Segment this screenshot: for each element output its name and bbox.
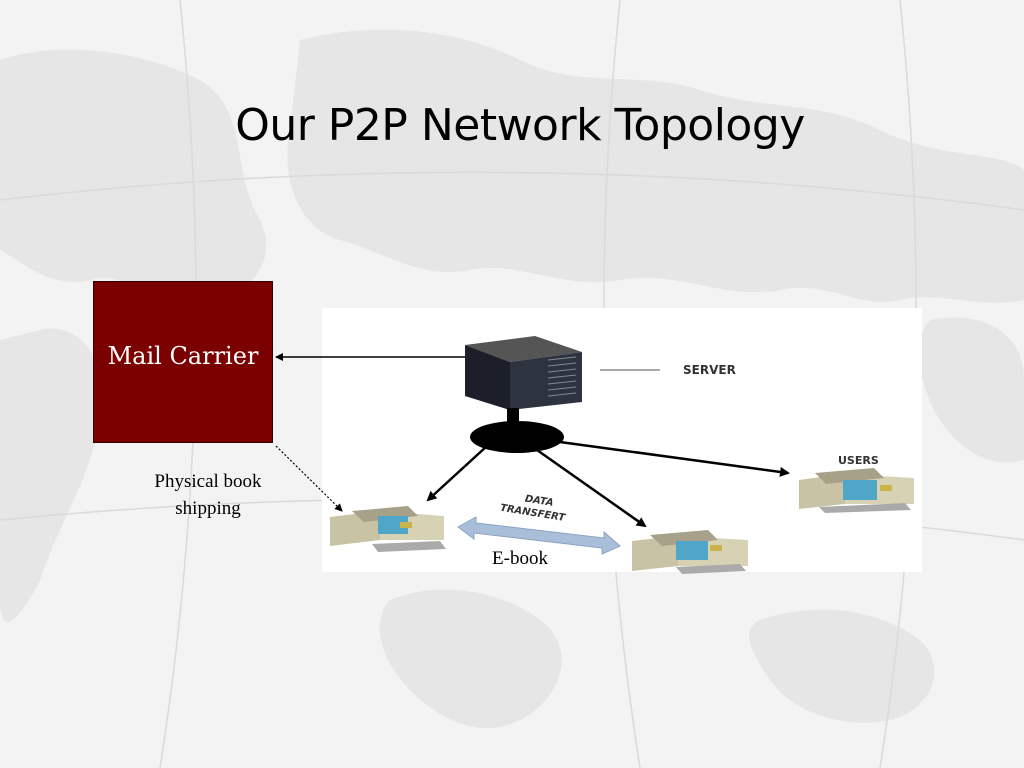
data-transfer-label-line1: DATA — [524, 494, 554, 509]
physical-shipping-arrow — [275, 445, 343, 512]
physical-caption-line2: shipping — [175, 498, 241, 519]
server-icon — [465, 336, 582, 453]
server-label: SERVER — [683, 363, 736, 377]
data-transfer-label-line2: TRANSFERT — [499, 503, 567, 524]
mail-carrier-label: Mail Carrier — [107, 342, 259, 370]
middle-user-computer-icon — [632, 530, 748, 574]
data-transfer-arrow — [457, 516, 621, 555]
slide-title: Our P2P Network Topology — [235, 100, 805, 151]
physical-caption-line1: Physical book — [154, 471, 262, 492]
hub-to-middle-user-arrow — [536, 448, 647, 528]
mail-carrier-box: Mail Carrier — [93, 281, 273, 443]
right-user-computer-icon — [799, 468, 914, 513]
hub-to-left-user-arrow — [426, 445, 488, 502]
hub-to-right-user-arrow — [559, 440, 790, 477]
physical-shipping-caption: Physical book shipping — [140, 468, 276, 522]
ebook-caption: E-book — [492, 548, 548, 569]
left-user-computer-icon — [330, 506, 446, 552]
users-label: USERS — [838, 454, 879, 467]
